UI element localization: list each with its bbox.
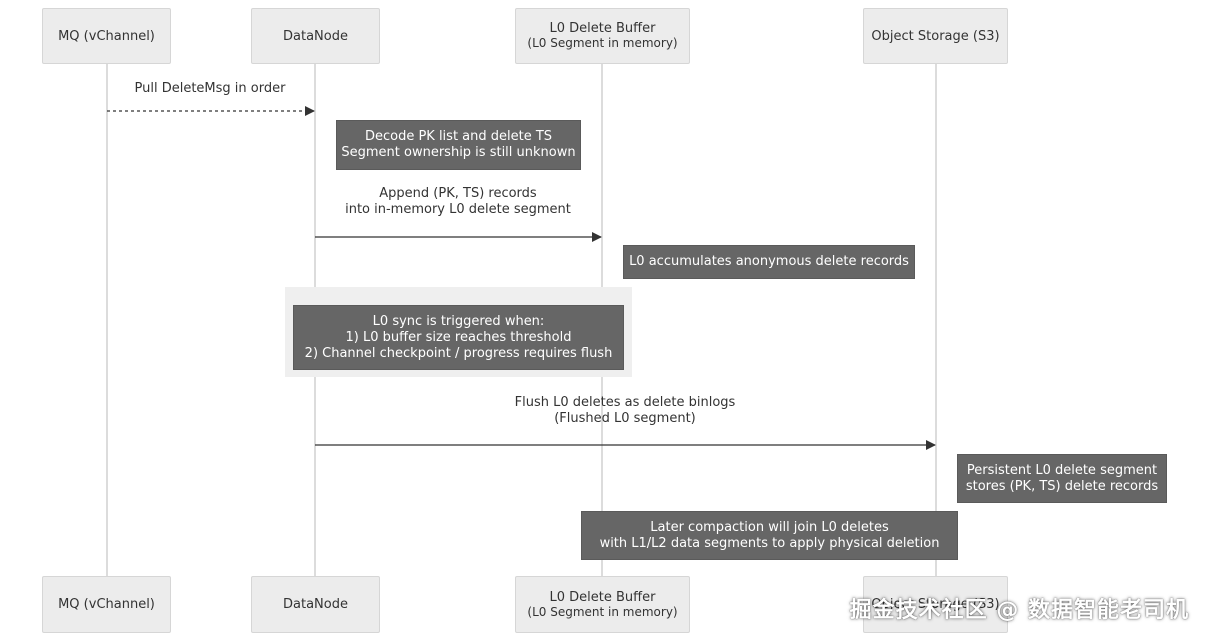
actor-l0-buffer-top: L0 Delete Buffer (L0 Segment in memory) [515,8,690,64]
message-line: into in-memory L0 delete segment [345,202,571,217]
note-line: stores (PK, TS) delete records [965,478,1159,494]
note-line: L0 accumulates anonymous delete records [629,254,909,269]
actor-sublabel: (L0 Segment in memory) [527,604,678,619]
actor-label: MQ (vChannel) [58,28,155,44]
lifeline-mq [106,64,108,576]
message-label-flush: Flush L0 deletes as delete binlogs (Flus… [450,395,800,427]
note-l0-accumulates: L0 accumulates anonymous delete records [623,245,915,279]
note-line: Persistent L0 delete segment [966,462,1158,478]
actor-datanode-bottom: DataNode [251,576,380,633]
message-label-append: Append (PK, TS) records into in-memory L… [318,186,598,218]
note-line: Segment ownership is still unknown [341,145,576,160]
note-line: 2) Channel checkpoint / progress require… [304,345,613,361]
note-persistent-l0: Persistent L0 delete segment stores (PK,… [957,454,1167,503]
message-line: (Flushed L0 segment) [554,411,696,426]
actor-object-storage-top: Object Storage (S3) [863,8,1008,64]
actor-mq-top: MQ (vChannel) [42,8,171,64]
actor-label: L0 Delete Buffer [549,589,656,605]
note-line: 1) L0 buffer size reaches threshold [345,329,572,345]
note-line: Decode PK list and delete TS [364,129,553,144]
actor-label: DataNode [283,28,348,44]
actor-label: DataNode [283,597,348,612]
note-line: Later compaction will join L0 deletes [650,519,889,535]
actor-label: MQ (vChannel) [58,597,155,612]
note-later-compaction: Later compaction will join L0 deletes wi… [581,511,958,560]
actor-sublabel: (L0 Segment in memory) [527,36,678,50]
actor-label: Object Storage (S3) [871,597,1000,612]
message-label-pull: Pull DeleteMsg in order [110,81,310,97]
actor-label: Object Storage (S3) [871,28,1000,44]
lifeline-object-storage [935,64,937,576]
note-l0-sync-trigger: L0 sync is triggered when: 1) L0 buffer … [293,305,624,370]
note-line: L0 sync is triggered when: [372,313,545,329]
message-line: Pull DeleteMsg in order [134,81,286,96]
actor-mq-bottom: MQ (vChannel) [42,576,171,633]
watermark-text: 掘金技术社区 @ 数据智能老司机 [849,598,1189,623]
message-line: Append (PK, TS) records [379,186,537,201]
note-line: with L1/L2 data segments to apply physic… [599,535,940,551]
actor-object-storage-bottom: Object Storage (S3) [863,576,1008,633]
message-line: Flush L0 deletes as delete binlogs [514,395,736,410]
actor-datanode-top: DataNode [251,8,380,64]
note-decode-pk: Decode PK list and delete TS Segment own… [336,120,581,170]
actor-label: L0 Delete Buffer [549,21,656,36]
actor-l0-buffer-bottom: L0 Delete Buffer (L0 Segment in memory) [515,576,690,633]
